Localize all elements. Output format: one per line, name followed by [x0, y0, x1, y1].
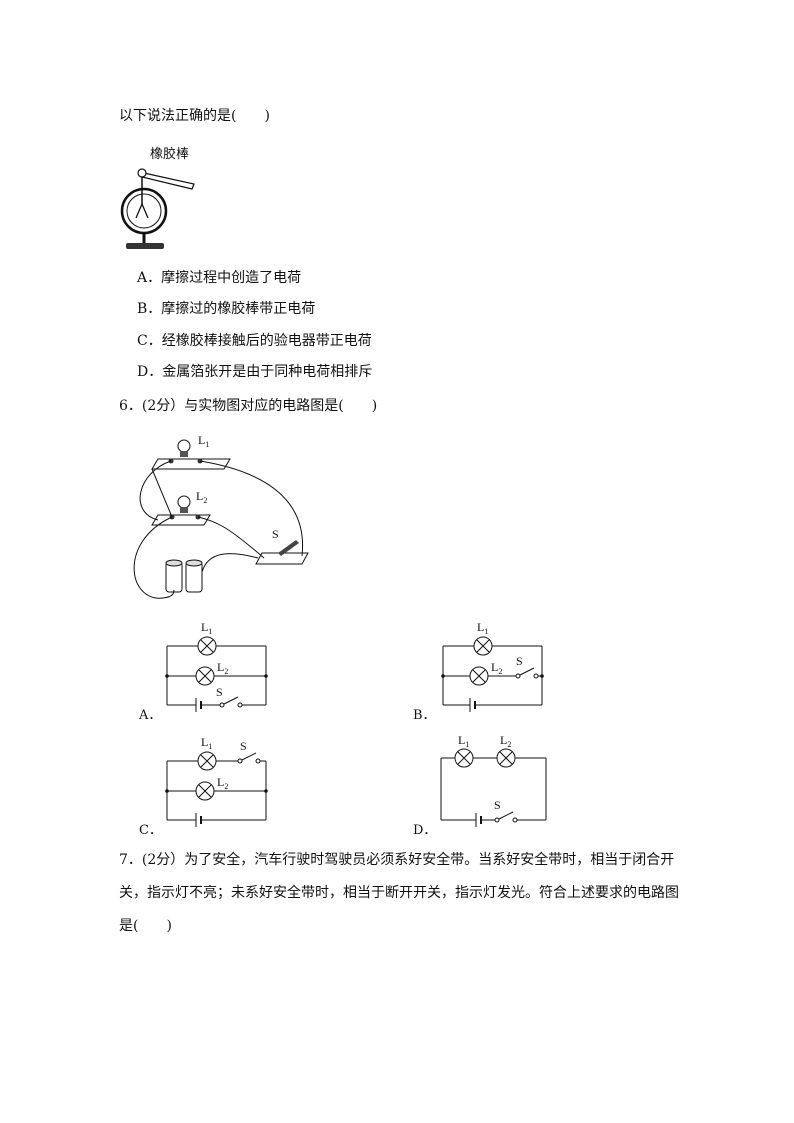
photo-l2-label: L2: [196, 489, 207, 505]
q5-option-b: B．摩擦过的橡胶棒带正电荷: [137, 301, 316, 317]
q6-choice-a-circuit: L1 L2 S: [165, 620, 268, 712]
q5-stem: 以下说法正确的是( ): [119, 108, 270, 124]
b-l1-label: L1: [477, 620, 488, 636]
q6-choice-d-circuit: L1 L2 S: [440, 733, 547, 827]
photo-l1-label: L1: [198, 433, 209, 449]
d-l2-label: L2: [500, 733, 511, 749]
q5-option-a: A．摩擦过程中创造了电荷: [137, 270, 302, 286]
q6-choice-b-letter: B．: [413, 708, 436, 723]
c-switch-label: S: [240, 739, 247, 753]
a-l2-label: L2: [217, 660, 228, 676]
c-l1-label: L1: [201, 735, 212, 751]
q7-stem: 7．(2分）为了安全，汽车行驶时驾驶员必须系好安全带。当系好安全带时，相当于闭合…: [119, 852, 679, 934]
b-l2-label: L2: [491, 660, 502, 676]
q6-choice-a-letter: A．: [139, 708, 162, 723]
q6-choice-c-circuit: L1 S L2: [165, 735, 268, 827]
d-l1-label: L1: [458, 733, 469, 749]
d-switch-label: S: [494, 798, 501, 812]
a-switch-label: S: [216, 685, 223, 699]
q6-choice-d-letter: D．: [413, 823, 437, 838]
photo-switch-label: S: [272, 527, 279, 541]
q6-choice-b-circuit: L1 L2 S: [441, 620, 544, 712]
q6-stem: 6．(2分）与实物图对应的电路图是( ): [119, 398, 378, 414]
rubber-rod-label: 橡胶棒: [150, 146, 189, 162]
q5-option-c: C．经橡胶棒接触后的验电器带正电荷: [137, 333, 372, 349]
q5-option-d: D．金属箔张开是由于同种电荷相排斥: [137, 364, 373, 380]
a-l1-label: L1: [201, 620, 212, 636]
electroscope-figure: 橡胶棒: [120, 146, 195, 249]
c-l2-label: L2: [217, 775, 228, 791]
q6-physical-circuit: L1 L2 S: [133, 433, 309, 599]
b-switch-label: S: [516, 654, 523, 668]
q6-choice-c-letter: C．: [139, 823, 162, 838]
